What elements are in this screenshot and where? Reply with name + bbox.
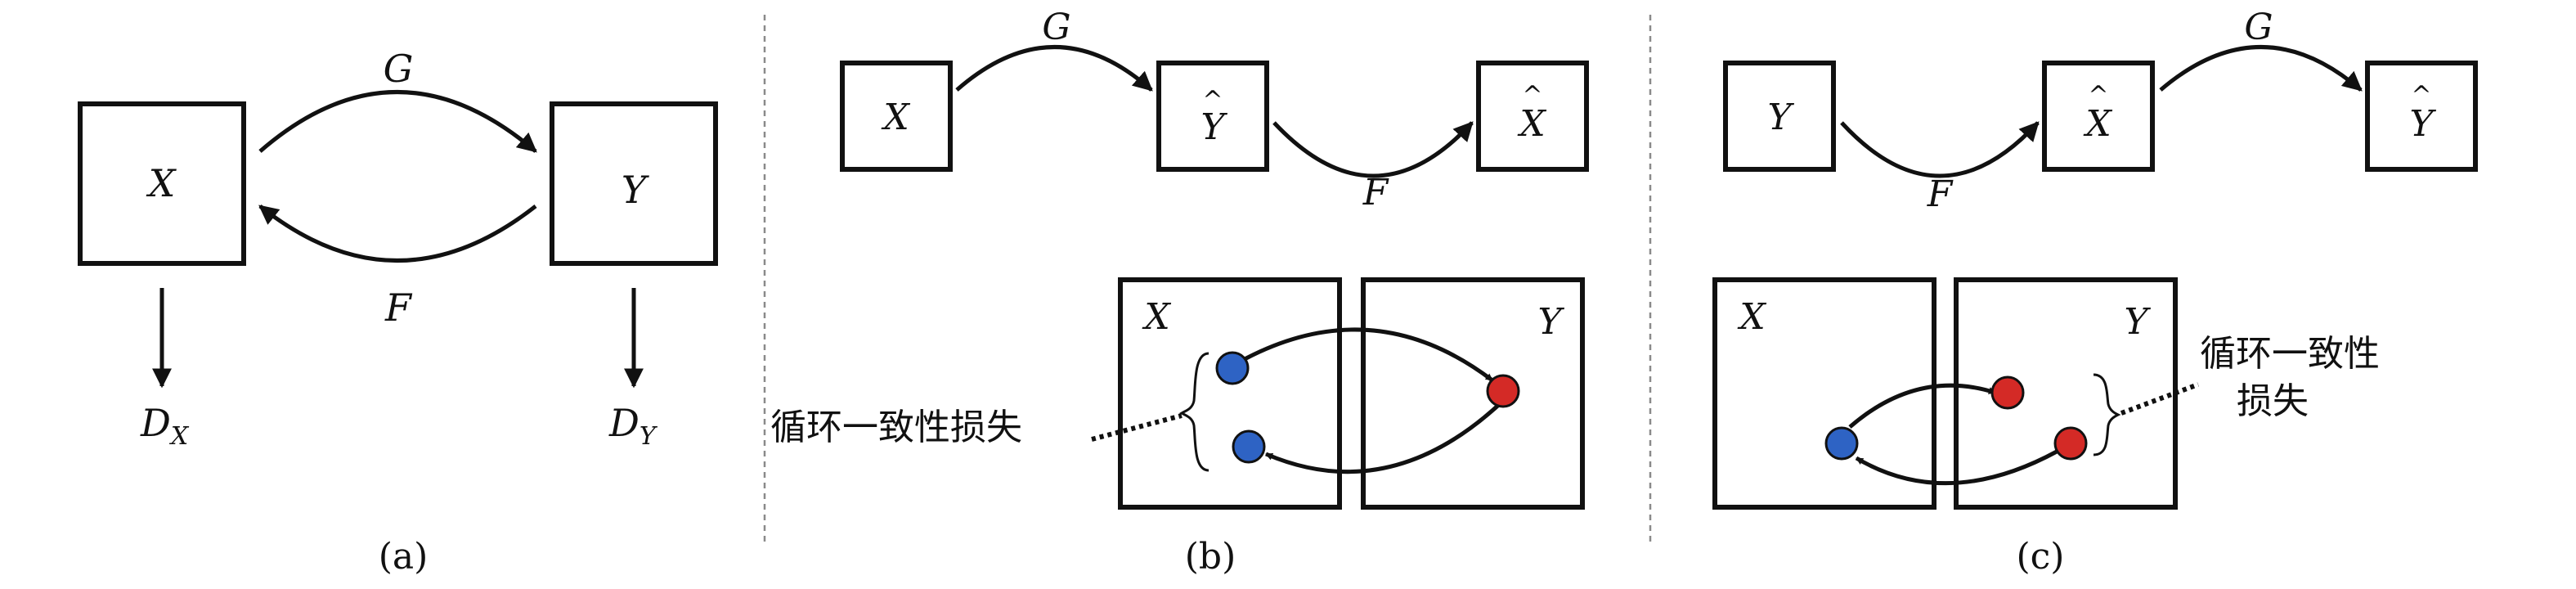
arrow-f [258,205,537,263]
cycle-arrow-back [1265,399,1505,474]
hat-y: ^ [1202,86,1223,115]
domain-y-label: Y [1537,301,1564,343]
label-f: F [1362,172,1389,214]
box-y [1723,61,1836,172]
box-x-hat-label: X [1517,103,1546,145]
box-x-hat-label: X [2083,103,2112,145]
domain-x-label: X [1142,296,1171,338]
label-f: F [1927,173,1954,215]
cycle-arrow-forward [1241,327,1494,382]
red-dot-top [1990,375,2025,410]
panel-b: X ^ Y ^ X G F X Y 循环一致性损失 (b) [770,7,1589,578]
domain-x-box [1118,277,1342,510]
hat-x: ^ [2088,81,2108,110]
label-f: F [384,286,413,330]
label-g: G [1042,7,1070,48]
hat-x: ^ [1522,81,1542,110]
box-x [78,101,246,266]
arrow-g [955,45,1153,92]
arrow-f [1272,121,1474,178]
domain-y-label: Y [2124,301,2151,343]
domain-y-box [1361,277,1585,510]
brace [1179,352,1209,472]
label-g: G [2244,7,2273,48]
box-y-hat-label: Y [2409,103,2436,145]
blue-dot-top [1215,351,1250,385]
blue-dot-bottom [1232,429,1266,464]
box-x-hat [1476,61,1589,172]
box-y-hat [1156,61,1269,172]
loss-label-line2: 损失 [2237,380,2309,422]
loss-pointer [1091,413,1183,442]
blue-dot [1824,426,1859,461]
domain-x-label: X [1737,296,1766,338]
loss-label-line1: 循环一致性 [2200,333,2380,375]
box-x-hat [2042,61,2155,172]
caption-b: (b) [1185,536,1236,578]
cycle-arrow-back [1855,449,2058,486]
box-y-label: Y [1767,97,1794,138]
arrow-f [1840,121,2040,178]
caption-a: (a) [379,536,429,578]
panel-a: X Y G F DX DY (a) [78,47,718,578]
caption-c: (c) [2017,536,2065,578]
hat-y: ^ [2411,81,2431,110]
panel-c: Y ^ X ^ Y F G X Y 循环一致性 损失 (c) [1712,7,2478,578]
arrow-g [2159,45,2363,92]
box-y-label: Y [622,168,650,212]
discriminator-x: DX [140,401,190,451]
box-y [550,101,718,266]
box-y-hat [2365,61,2478,172]
red-dot-bottom [2053,426,2088,461]
red-dot [1486,374,1520,408]
box-y-hat-label: Y [1200,106,1227,148]
loss-pointer [2120,382,2200,416]
discriminator-y: DY [608,401,658,451]
arrow-g [258,90,537,153]
box-x [840,61,953,172]
cycle-arrow-forward [1848,383,1996,429]
domain-x-box [1712,277,1936,510]
box-x-label: X [881,97,910,138]
box-x-label: X [146,161,177,205]
loss-label: 循环一致性损失 [770,407,1022,448]
label-g: G [384,47,414,91]
brace [2093,373,2121,456]
